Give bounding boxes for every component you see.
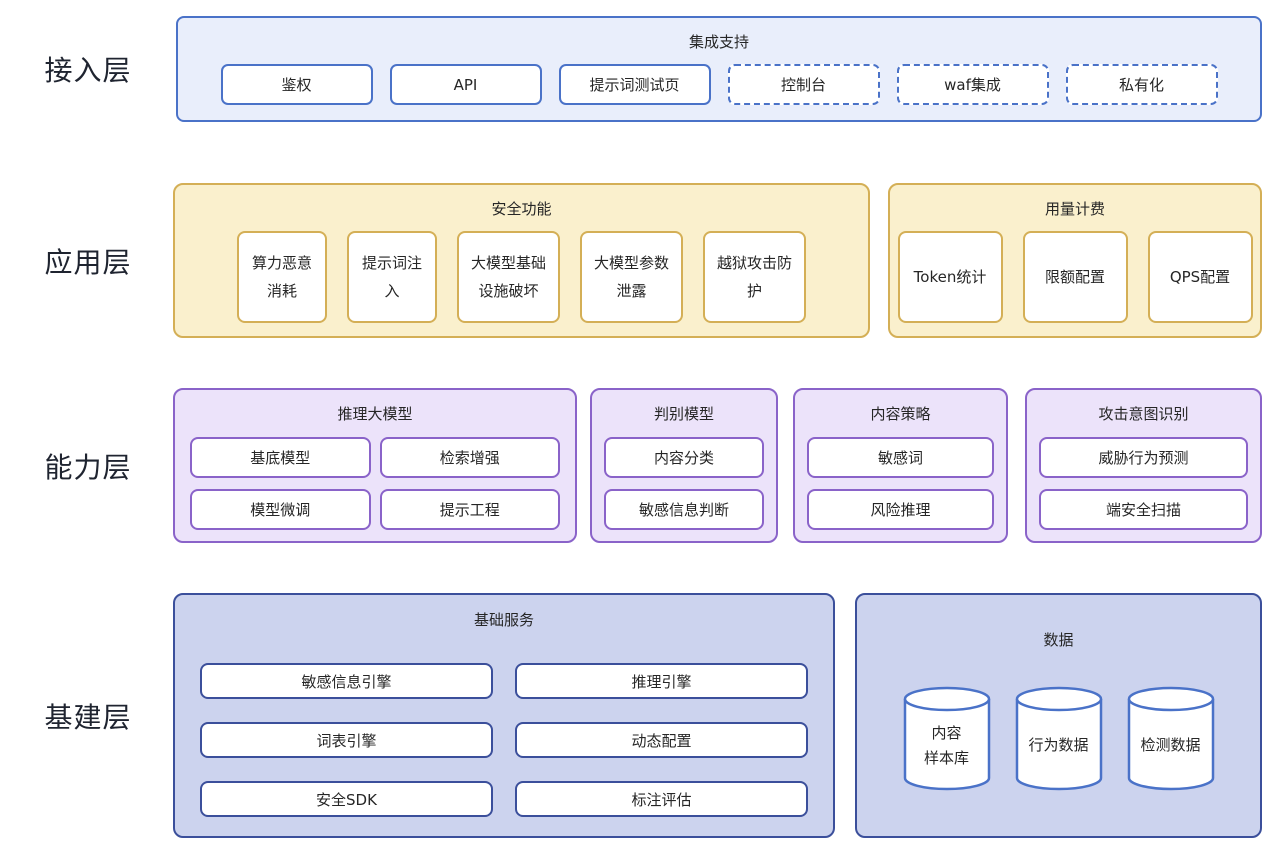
- node-qps-config: QPS配置: [1147, 231, 1253, 323]
- content-policy-title: 内容策略: [870, 405, 931, 423]
- node-inference-engine: 推理引擎: [515, 663, 808, 699]
- data-panel-items: 内容 样本库 行为数据 检测数据: [857, 686, 1260, 792]
- node-model-finetune: 模型微调: [190, 489, 371, 530]
- node-annotation-evaluation: 标注评估: [515, 781, 808, 817]
- data-panel: 数据 内容 样本库 行为数据: [855, 593, 1262, 838]
- layer-label-infrastructure: 基建层: [44, 700, 132, 734]
- security-functions-items: 算力恶意消耗 提示词注入 大模型基础设施破坏 大模型参数泄露 越狱攻击防护: [175, 231, 868, 323]
- integration-support-panel: 集成支持 鉴权 API 提示词测试页 控制台 waf集成 私有化: [176, 16, 1262, 122]
- security-functions-title: 安全功能: [491, 200, 552, 218]
- node-endpoint-security-scan: 端安全扫描: [1039, 489, 1248, 530]
- database-label: 行为数据: [1028, 736, 1089, 755]
- attack-intent-panel: 攻击意图识别 威胁行为预测 端安全扫描: [1025, 388, 1262, 543]
- node-security-sdk: 安全SDK: [200, 781, 493, 817]
- database-content-samples: 内容 样本库: [903, 686, 991, 792]
- node-retrieval-augmentation: 检索增强: [379, 437, 560, 478]
- layer-label-access: 接入层: [44, 54, 132, 87]
- node-base-model: 基底模型: [190, 437, 371, 478]
- node-sensitive-info-judgment: 敏感信息判断: [604, 489, 764, 530]
- content-policy-items: 敏感词 风险推理: [795, 437, 1006, 530]
- node-waf-integration: waf集成: [896, 64, 1049, 105]
- node-sensitive-words: 敏感词: [807, 437, 994, 478]
- database-cylinder-icon: [1127, 686, 1214, 791]
- basic-services-panel: 基础服务 敏感信息引擎 推理引擎 词表引擎 动态配置 安全SDK 标注评估: [173, 593, 835, 838]
- node-prompt-test-page: 提示词测试页: [558, 64, 711, 105]
- database-behavior-data: 行为数据: [1015, 686, 1103, 792]
- node-quota-config: 限额配置: [1022, 231, 1128, 323]
- layer-label-capability: 能力层: [44, 450, 132, 484]
- node-prompt-injection: 提示词注入: [347, 231, 437, 323]
- node-dynamic-config: 动态配置: [515, 722, 808, 758]
- usage-billing-title: 用量计费: [1044, 200, 1105, 218]
- node-compute-abuse: 算力恶意消耗: [237, 231, 327, 323]
- usage-billing-panel: 用量计费 Token统计 限额配置 QPS配置: [888, 183, 1262, 338]
- security-functions-panel: 安全功能 算力恶意消耗 提示词注入 大模型基础设施破坏 大模型参数泄露 越狱攻击…: [173, 183, 870, 338]
- discriminative-model-items: 内容分类 敏感信息判断: [592, 437, 776, 530]
- attack-intent-items: 威胁行为预测 端安全扫描: [1027, 437, 1260, 530]
- reasoning-llm-title: 推理大模型: [337, 405, 413, 423]
- attack-intent-title: 攻击意图识别: [1098, 405, 1189, 423]
- node-risk-reasoning: 风险推理: [807, 489, 994, 530]
- basic-services-items: 敏感信息引擎 推理引擎 词表引擎 动态配置 安全SDK 标注评估: [175, 663, 833, 817]
- node-private-deployment: 私有化: [1065, 64, 1218, 105]
- discriminative-model-panel: 判别模型 内容分类 敏感信息判断: [590, 388, 778, 543]
- node-llm-infra-damage: 大模型基础设施破坏: [457, 231, 560, 323]
- node-prompt-engineering: 提示工程: [379, 489, 560, 530]
- integration-support-title: 集成支持: [688, 33, 749, 51]
- node-api: API: [389, 64, 542, 105]
- reasoning-llm-items: 基底模型 检索增强 模型微调 提示工程: [175, 437, 575, 530]
- node-token-stats: Token统计: [897, 231, 1003, 323]
- database-cylinder-icon: [1015, 686, 1102, 791]
- reasoning-llm-panel: 推理大模型 基底模型 检索增强 模型微调 提示工程: [173, 388, 577, 543]
- data-panel-title: 数据: [1043, 631, 1074, 649]
- node-jailbreak-protection: 越狱攻击防护: [703, 231, 806, 323]
- node-threat-behavior-prediction: 威胁行为预测: [1039, 437, 1248, 478]
- layer-label-application: 应用层: [44, 245, 132, 279]
- node-vocab-engine: 词表引擎: [200, 722, 493, 758]
- content-policy-panel: 内容策略 敏感词 风险推理: [793, 388, 1008, 543]
- usage-billing-items: Token统计 限额配置 QPS配置: [890, 231, 1260, 323]
- discriminative-model-title: 判别模型: [653, 405, 714, 423]
- node-auth: 鉴权: [220, 64, 373, 105]
- node-llm-param-leak: 大模型参数泄露: [580, 231, 683, 323]
- database-label: 检测数据: [1140, 736, 1201, 755]
- database-cylinder-icon: [903, 686, 990, 791]
- node-sensitive-info-engine: 敏感信息引擎: [200, 663, 493, 699]
- database-label: 内容 样本库: [923, 723, 969, 768]
- node-content-classification: 内容分类: [604, 437, 764, 478]
- basic-services-title: 基础服务: [473, 611, 534, 629]
- integration-support-items: 鉴权 API 提示词测试页 控制台 waf集成 私有化: [178, 64, 1260, 105]
- database-detection-data: 检测数据: [1127, 686, 1215, 792]
- node-console: 控制台: [727, 64, 880, 105]
